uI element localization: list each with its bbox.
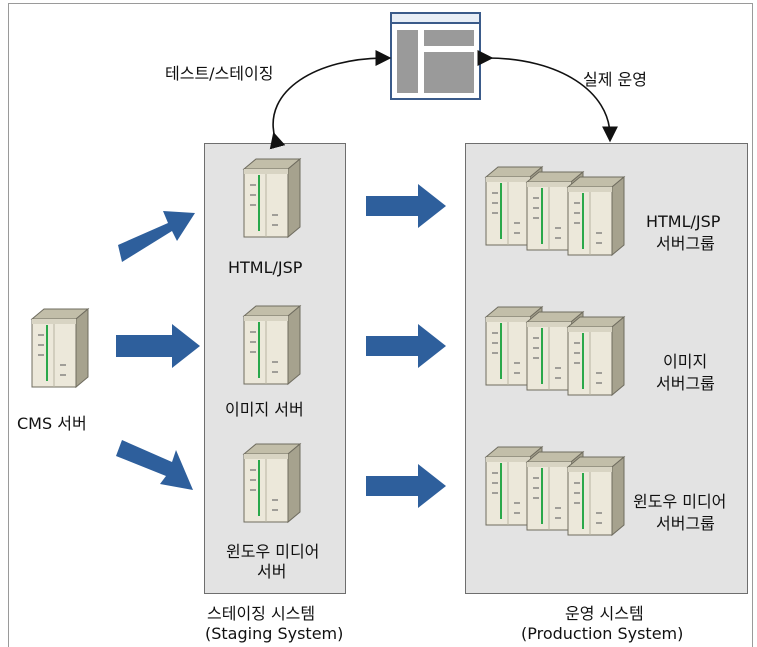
staging-system-subtitle: (Staging System) (205, 624, 344, 643)
staging-link-label: 테스트/스테이징 (165, 64, 274, 83)
prod-image-label-line2: 서버그룹 (656, 374, 715, 393)
cms-to-wm-arrow (116, 440, 193, 490)
prod-image-server-group-icon (485, 306, 625, 396)
cms-to-image-arrow (116, 324, 200, 368)
prod-wm-label-line1: 윈도우 미디어 (633, 492, 727, 511)
frame-left-line (8, 3, 9, 647)
production-link-arrow (477, 49, 618, 143)
prod-wm-label-line2: 서버그룹 (656, 514, 715, 533)
prod-wm-server-group-icon (485, 446, 625, 536)
production-system-subtitle: (Production System) (521, 624, 684, 643)
production-link-label: 실제 운영 (583, 70, 647, 89)
staging-system-title: 스테이징 시스템 (207, 604, 316, 623)
staging-link-arrow (269, 50, 392, 150)
staging-wm-label-line2: 서버 (257, 562, 287, 581)
prod-image-label-line1: 이미지 (663, 352, 708, 371)
frame-top-line (8, 3, 752, 4)
cms-server-label: CMS 서버 (17, 414, 87, 433)
image-deploy-arrow (366, 324, 446, 368)
staging-image-server-icon (243, 305, 301, 385)
cms-server-icon (31, 308, 89, 388)
staging-html-label: HTML/JSP (228, 258, 303, 277)
html-deploy-arrow (366, 184, 446, 228)
cms-to-html-arrow (118, 211, 195, 262)
browser-window-icon (390, 12, 481, 100)
staging-wm-label-line1: 윈도우 미디어 (226, 542, 320, 561)
production-system-title: 운영 시스템 (565, 604, 644, 623)
wm-deploy-arrow (366, 464, 446, 508)
prod-html-label-line1: HTML/JSP (646, 212, 721, 231)
staging-wm-server-icon (243, 443, 301, 523)
staging-html-server-icon (243, 158, 301, 238)
frame-right-line (752, 3, 753, 647)
prod-html-server-group-icon (485, 166, 625, 256)
prod-html-label-line2: 서버그룹 (656, 234, 715, 253)
staging-image-label: 이미지 서버 (225, 400, 304, 419)
